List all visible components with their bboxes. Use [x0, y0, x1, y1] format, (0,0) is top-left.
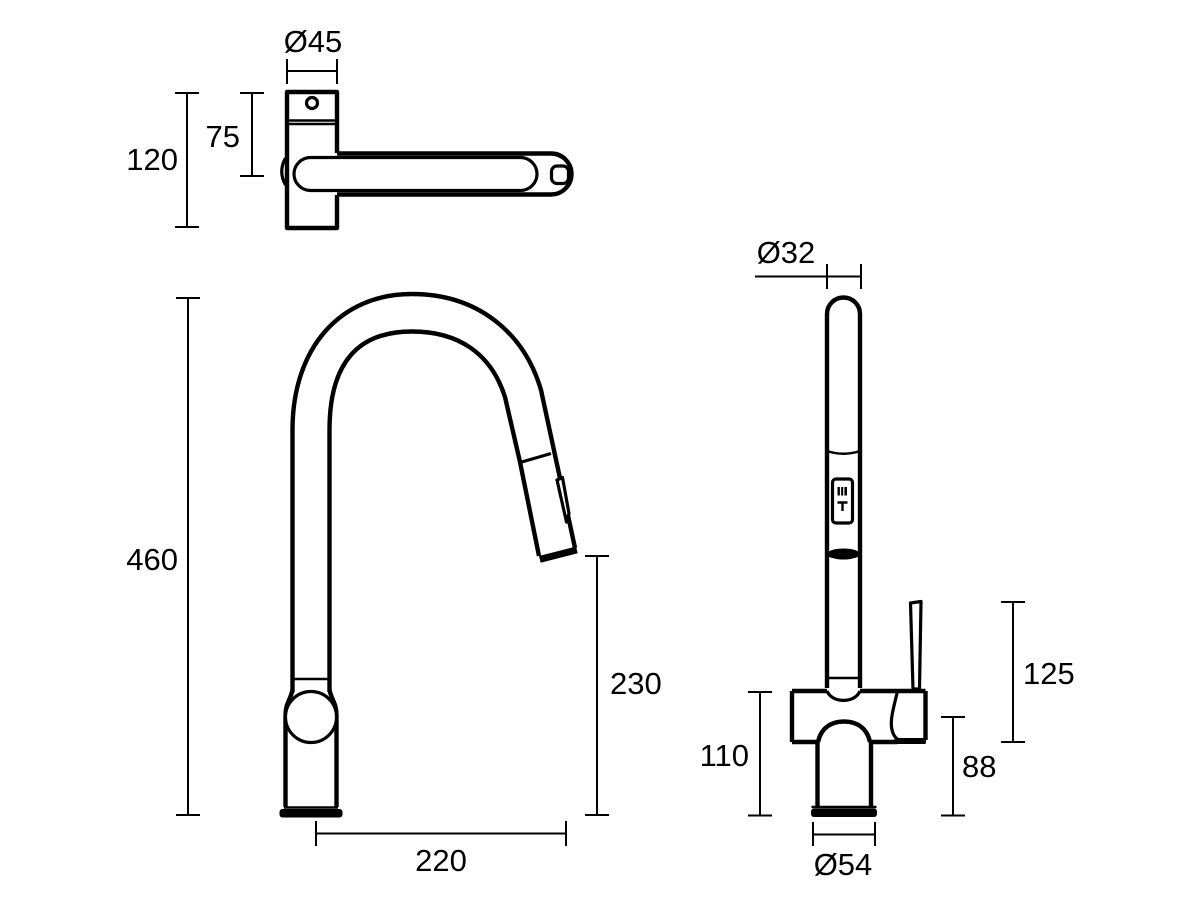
top-view-sleeve — [292, 155, 539, 193]
top-view-body-outline — [284, 89, 340, 231]
side-view-head-seam — [519, 451, 552, 465]
dim-label-aerator-height: 88 — [962, 749, 996, 784]
side-view-spout-outer — [290, 291, 578, 692]
front-view-handle-seam — [889, 690, 900, 742]
dim-label-overall-height: 460 — [126, 542, 178, 577]
dim-front-base-diameter: Ø54 — [812, 822, 876, 882]
dim-label-lever-height: 125 — [1023, 656, 1075, 691]
top-view-seam-lines — [288, 119, 336, 126]
dim-label-front-body-height: 110 — [700, 738, 749, 773]
dim-side-spout-reach: 220 — [315, 821, 567, 878]
dim-label-upper-section: 75 — [206, 119, 240, 154]
dim-side-overall-height: 460 — [126, 297, 200, 816]
top-view-joint-bump — [280, 157, 287, 186]
top-view: Ø45 75 120 — [126, 24, 574, 231]
front-view-handle-base — [894, 738, 926, 744]
front-view: Ø32 125 110 88 Ø54 — [700, 235, 1075, 882]
front-view-pipe-dip — [825, 690, 862, 702]
front-view-spray-plate — [830, 477, 855, 525]
side-view-head-end-cap — [539, 546, 578, 563]
front-view-handle-lever — [908, 599, 923, 691]
side-view-trigger — [555, 475, 571, 524]
dim-front-lever-height: 125 — [1001, 601, 1075, 743]
side-view-spout-inner — [327, 329, 542, 692]
dim-label-base-diameter: Ø54 — [814, 847, 873, 882]
dim-label-spout-diameter: Ø32 — [757, 235, 816, 270]
dim-top-upper-section: 75 — [206, 92, 264, 177]
dim-top-body-height: 120 — [126, 92, 199, 228]
top-view-spout-outline — [337, 151, 574, 197]
front-view-column — [815, 742, 874, 807]
stream-mode-icon — [837, 501, 848, 511]
dim-label-top-body-height: 120 — [126, 142, 178, 177]
spray-mode-icon — [837, 487, 847, 496]
dim-side-outlet-clearance: 230 — [585, 555, 662, 816]
side-view: 460 230 220 — [126, 291, 662, 878]
front-view-collar — [827, 548, 860, 560]
dim-label-spout-reach: 220 — [415, 843, 467, 878]
top-view-hole-icon — [304, 95, 320, 111]
front-view-body-outline — [789, 688, 928, 745]
dim-front-spout-diameter: Ø32 — [755, 235, 862, 289]
side-view-base-flange — [279, 809, 343, 818]
dim-front-body-height: 110 — [700, 691, 772, 817]
top-view-spray-end-detail — [549, 164, 571, 186]
front-view-pipe — [824, 295, 863, 688]
dim-front-aerator-height: 88 — [941, 716, 996, 817]
front-view-pipe-seam-upper — [826, 449, 861, 455]
dim-top-body-diameter: Ø45 — [284, 24, 343, 84]
dim-label-outlet-clearance: 230 — [610, 666, 662, 701]
front-view-body-arch — [815, 719, 873, 743]
dim-label-body-diameter: Ø45 — [284, 24, 343, 59]
side-view-handle-joint — [283, 689, 339, 745]
front-view-base-flange — [811, 808, 877, 817]
